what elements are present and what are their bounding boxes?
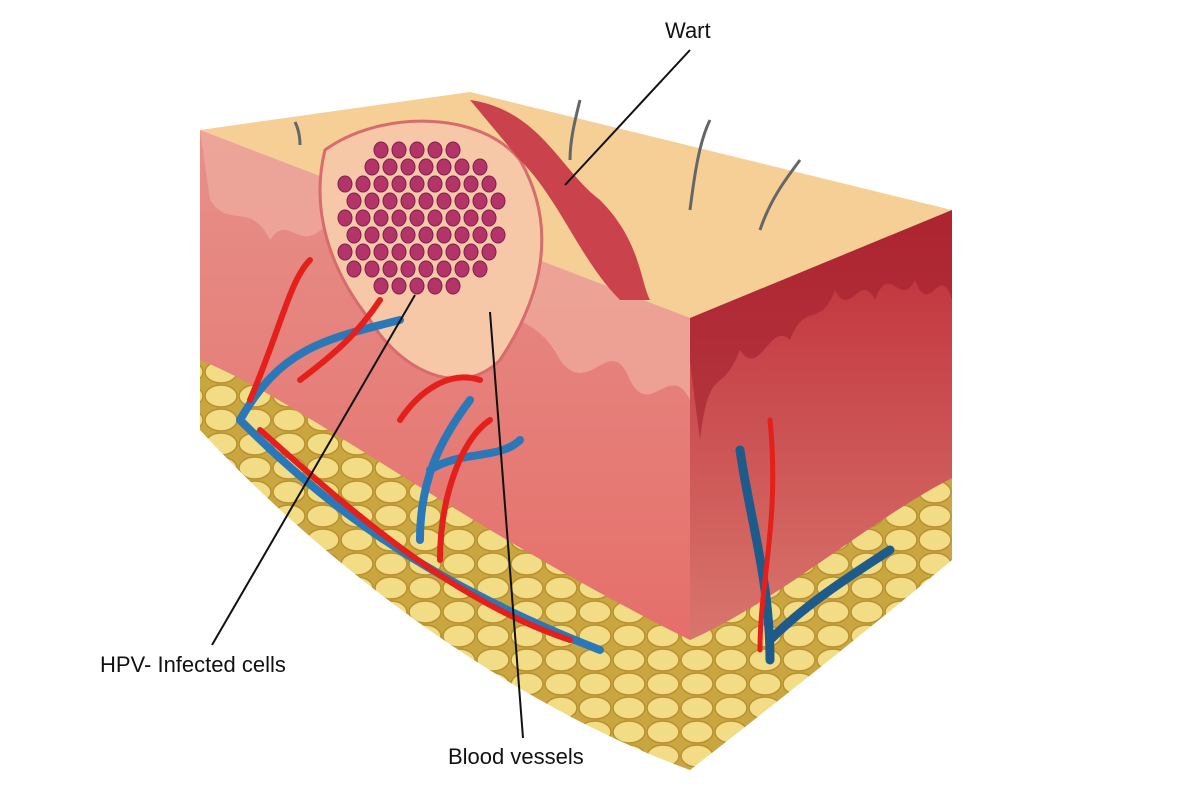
infected-cell	[355, 175, 371, 193]
infected-cell	[364, 226, 380, 244]
infected-cell	[427, 209, 443, 227]
infected-cells-label: HPV- Infected cells	[100, 652, 286, 677]
infected-cell	[445, 277, 461, 295]
blood-vessels	[236, 257, 895, 665]
vein-right	[735, 445, 895, 665]
infected-cell	[364, 192, 380, 210]
infected-cell	[481, 243, 497, 261]
infected-cell	[454, 158, 470, 176]
infected-cell	[445, 209, 461, 227]
infected-cell	[355, 243, 371, 261]
infected-cell	[400, 158, 416, 176]
wart-leader-line	[564, 49, 691, 186]
infected-cell	[337, 209, 353, 227]
infected-cell	[481, 175, 497, 193]
infected-cell	[472, 158, 488, 176]
infected-cell	[391, 175, 407, 193]
infected-cell	[409, 277, 425, 295]
infected-cell	[445, 243, 461, 261]
artery	[247, 257, 573, 643]
infected-cell	[490, 226, 506, 244]
infected-cell	[382, 260, 398, 278]
infected-cell	[427, 175, 443, 193]
infected-cell	[409, 243, 425, 261]
infected-cell	[463, 243, 479, 261]
infected-cell	[382, 226, 398, 244]
infected-cell	[418, 226, 434, 244]
infected-cells	[337, 141, 506, 295]
infected-cell	[418, 158, 434, 176]
infected-cell	[382, 158, 398, 176]
infected-cell	[355, 209, 371, 227]
vein	[236, 316, 604, 654]
infected-cell	[472, 226, 488, 244]
hairs	[293, 99, 802, 231]
infected-cell	[400, 226, 416, 244]
infected-cell	[445, 141, 461, 159]
infected-cell	[346, 226, 362, 244]
infected-cell	[400, 192, 416, 210]
infected-cell	[364, 158, 380, 176]
infected-cell	[391, 277, 407, 295]
infected-cell	[436, 260, 452, 278]
infected-cell	[472, 192, 488, 210]
infected-cell	[436, 158, 452, 176]
epidermis-right	[690, 210, 952, 440]
infected-cell	[373, 141, 389, 159]
infected-cell	[373, 175, 389, 193]
wart-label: Wart	[665, 18, 711, 43]
infected-cell	[409, 141, 425, 159]
infected-cell	[418, 260, 434, 278]
infected-cell	[463, 209, 479, 227]
infected-cell	[400, 260, 416, 278]
infected-cell	[391, 141, 407, 159]
infected-cell	[364, 260, 380, 278]
blood-vessels-label: Blood vessels	[448, 744, 584, 769]
infected-cell	[409, 209, 425, 227]
infected-cell	[436, 192, 452, 210]
infected-cell	[337, 175, 353, 193]
infected-cell	[445, 175, 461, 193]
infected-cell	[427, 243, 443, 261]
infected-cell	[409, 175, 425, 193]
infected-cell	[382, 192, 398, 210]
infected-cell	[391, 243, 407, 261]
infected-cell	[463, 175, 479, 193]
infected-cell	[391, 209, 407, 227]
infected-cell	[454, 226, 470, 244]
infected-cell	[490, 192, 506, 210]
infected-cell	[427, 277, 443, 295]
infected-cell	[346, 260, 362, 278]
blood-vessels-leader-line	[489, 311, 524, 739]
infected-cell	[373, 277, 389, 295]
infected-cell	[454, 260, 470, 278]
wart-bump	[470, 100, 650, 300]
infected-cells-leader-line	[211, 294, 416, 646]
infected-cell	[337, 243, 353, 261]
artery-right	[757, 417, 776, 653]
infected-cell	[481, 209, 497, 227]
infected-cell	[346, 192, 362, 210]
infected-cell	[373, 243, 389, 261]
infected-cell	[454, 192, 470, 210]
infected-cell	[436, 226, 452, 244]
infected-cell	[472, 260, 488, 278]
infected-cell	[373, 209, 389, 227]
infected-cell	[418, 192, 434, 210]
infected-cell	[427, 141, 443, 159]
fat-layer-front	[200, 360, 690, 770]
